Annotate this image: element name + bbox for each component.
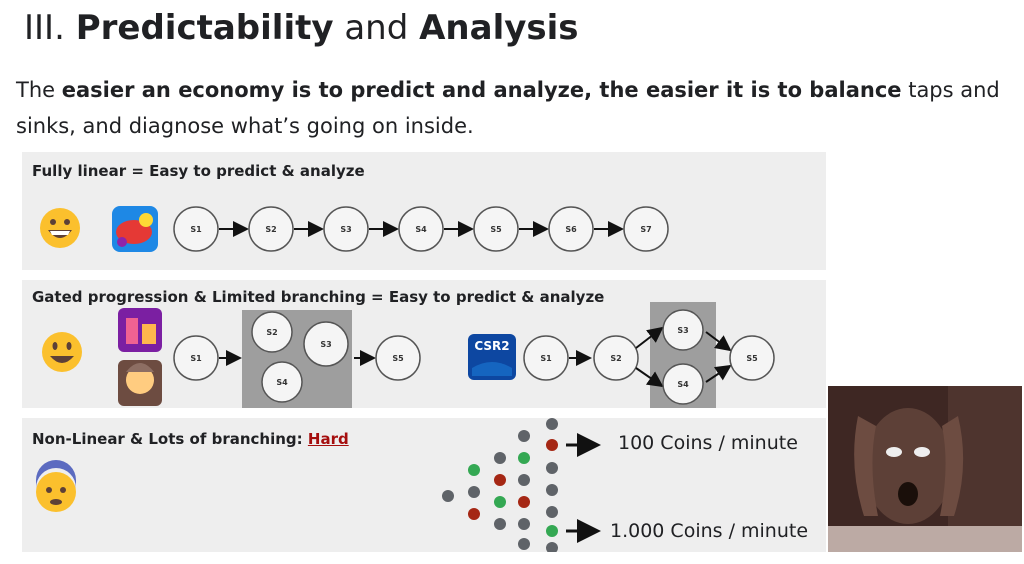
reaction-photo xyxy=(828,386,1022,552)
title-bold-analysis: Analysis xyxy=(419,8,579,48)
branch-dot xyxy=(546,484,558,496)
linear-node-7-label: S7 xyxy=(640,225,651,234)
linear-node-6-label: S6 xyxy=(565,225,577,234)
gated-right-bottom-node-label: S4 xyxy=(677,380,689,389)
panel-gated: Gated progression & Limited branching = … xyxy=(22,280,826,408)
gated-right-mid-node-label: S2 xyxy=(610,354,621,363)
smiling-face-icon xyxy=(42,332,82,372)
gated-right-start-node: S1 xyxy=(523,335,569,381)
branch-dot xyxy=(494,518,506,530)
panel-linear-title: Fully linear = Easy to predict & analyze xyxy=(32,162,365,180)
linear-node-4-label: S4 xyxy=(415,225,427,234)
nonlinear-diagram xyxy=(36,418,601,552)
title-mid: and xyxy=(333,8,420,48)
gated-left-start-node: S1 xyxy=(173,335,219,381)
title-bold-predictability: Predictability xyxy=(75,8,334,48)
linear-node-1: S1 xyxy=(173,206,219,252)
linear-node-3: S3 xyxy=(323,206,369,252)
gated-right-arrow-up xyxy=(635,326,664,349)
grinning-face-icon xyxy=(40,208,80,248)
branch-dot xyxy=(518,430,530,442)
subtitle-bold: easier an economy is to predict and anal… xyxy=(61,78,902,102)
branch-dot xyxy=(546,506,558,518)
gated-box-node-2-label: S3 xyxy=(320,340,331,349)
linear-node-1-label: S1 xyxy=(190,225,202,234)
gated-right-end-node: S5 xyxy=(729,335,775,381)
slide-subtitle: The easier an economy is to predict and … xyxy=(16,72,1016,144)
anxious-face-icon xyxy=(36,460,76,512)
branch-dot xyxy=(468,486,480,498)
title-prefix: III. xyxy=(24,8,76,48)
gated-right-mid-node: S2 xyxy=(593,335,639,381)
linear-node-2: S2 xyxy=(248,206,294,252)
slide-title: III. Predictability and Analysis xyxy=(24,8,579,48)
branch-dot xyxy=(494,474,506,486)
branch-dot xyxy=(518,496,530,508)
subtitle-part2: taps and sinks, and diagnose what’s goin… xyxy=(16,78,1000,138)
panel-nonlinear: Non-Linear & Lots of branching: Hard 100… xyxy=(22,418,826,552)
panel-gated-title: Gated progression & Limited branching = … xyxy=(32,288,605,306)
linear-node-2-label: S2 xyxy=(265,225,276,234)
rate-top-label: 100 Coins / minute xyxy=(618,432,798,454)
linear-node-5-label: S5 xyxy=(490,225,502,234)
reaction-photo-illustration xyxy=(828,386,1022,552)
gated-right-arrow-down xyxy=(635,367,664,388)
panel-nonlinear-title: Non-Linear & Lots of branching: Hard xyxy=(32,430,349,448)
branch-dot xyxy=(518,452,530,464)
branch-dot xyxy=(494,496,506,508)
rate-bottom-label: 1.000 Coins / minute xyxy=(610,520,809,542)
branch-dot xyxy=(518,474,530,486)
gated-left-end-node-label: S5 xyxy=(392,354,404,363)
gated-left-start-node-label: S1 xyxy=(190,354,202,363)
branch-dot xyxy=(442,490,454,502)
puzzle-game-app-icon xyxy=(118,308,162,352)
csr2-label: CSR2 xyxy=(474,339,509,353)
subtitle-part1: The xyxy=(16,78,62,102)
gated-right-top-node: S3 xyxy=(662,309,704,351)
clash-game-app-icon xyxy=(118,360,162,406)
branch-dot xyxy=(546,439,558,451)
gated-right-start-node-label: S1 xyxy=(540,354,552,363)
gated-right-bottom-node: S4 xyxy=(662,363,704,405)
csr2-app-icon: CSR2 xyxy=(468,334,516,380)
linear-node-7: S7 xyxy=(623,206,669,252)
nonlinear-hard-label: Hard xyxy=(307,430,349,448)
gated-right-arrow-merge-2 xyxy=(705,364,732,383)
linear-node-6: S6 xyxy=(548,206,594,252)
gated-box-node-3: S4 xyxy=(261,361,303,403)
gated-box-node-1: S2 xyxy=(251,311,293,353)
branch-dot xyxy=(518,538,530,550)
linear-diagram: S1 S2 S3 S4 S5 S6 S7 xyxy=(40,206,669,252)
branch-dot xyxy=(494,452,506,464)
branch-dot xyxy=(546,525,558,537)
linear-node-3-label: S3 xyxy=(340,225,351,234)
branch-dot xyxy=(468,464,480,476)
linear-node-5: S5 xyxy=(473,206,519,252)
candy-game-app-icon xyxy=(112,206,158,252)
branch-dot xyxy=(546,462,558,474)
branch-dot xyxy=(518,518,530,530)
linear-node-4: S4 xyxy=(398,206,444,252)
branch-dot xyxy=(546,542,558,552)
gated-box-node-3-label: S4 xyxy=(276,378,288,387)
panel-linear: Fully linear = Easy to predict & analyze… xyxy=(22,152,826,270)
gated-right-arrow-merge-1 xyxy=(705,331,732,352)
gated-right-end-node-label: S5 xyxy=(746,354,758,363)
gated-box-node-2: S3 xyxy=(303,321,349,367)
branch-dot xyxy=(546,418,558,430)
branch-dot xyxy=(468,508,480,520)
gated-box-node-1-label: S2 xyxy=(266,328,277,337)
nonlinear-title-text: Non-Linear & Lots of branching: xyxy=(32,430,308,448)
gated-right-top-node-label: S3 xyxy=(677,326,688,335)
gated-left-end-node: S5 xyxy=(375,335,421,381)
